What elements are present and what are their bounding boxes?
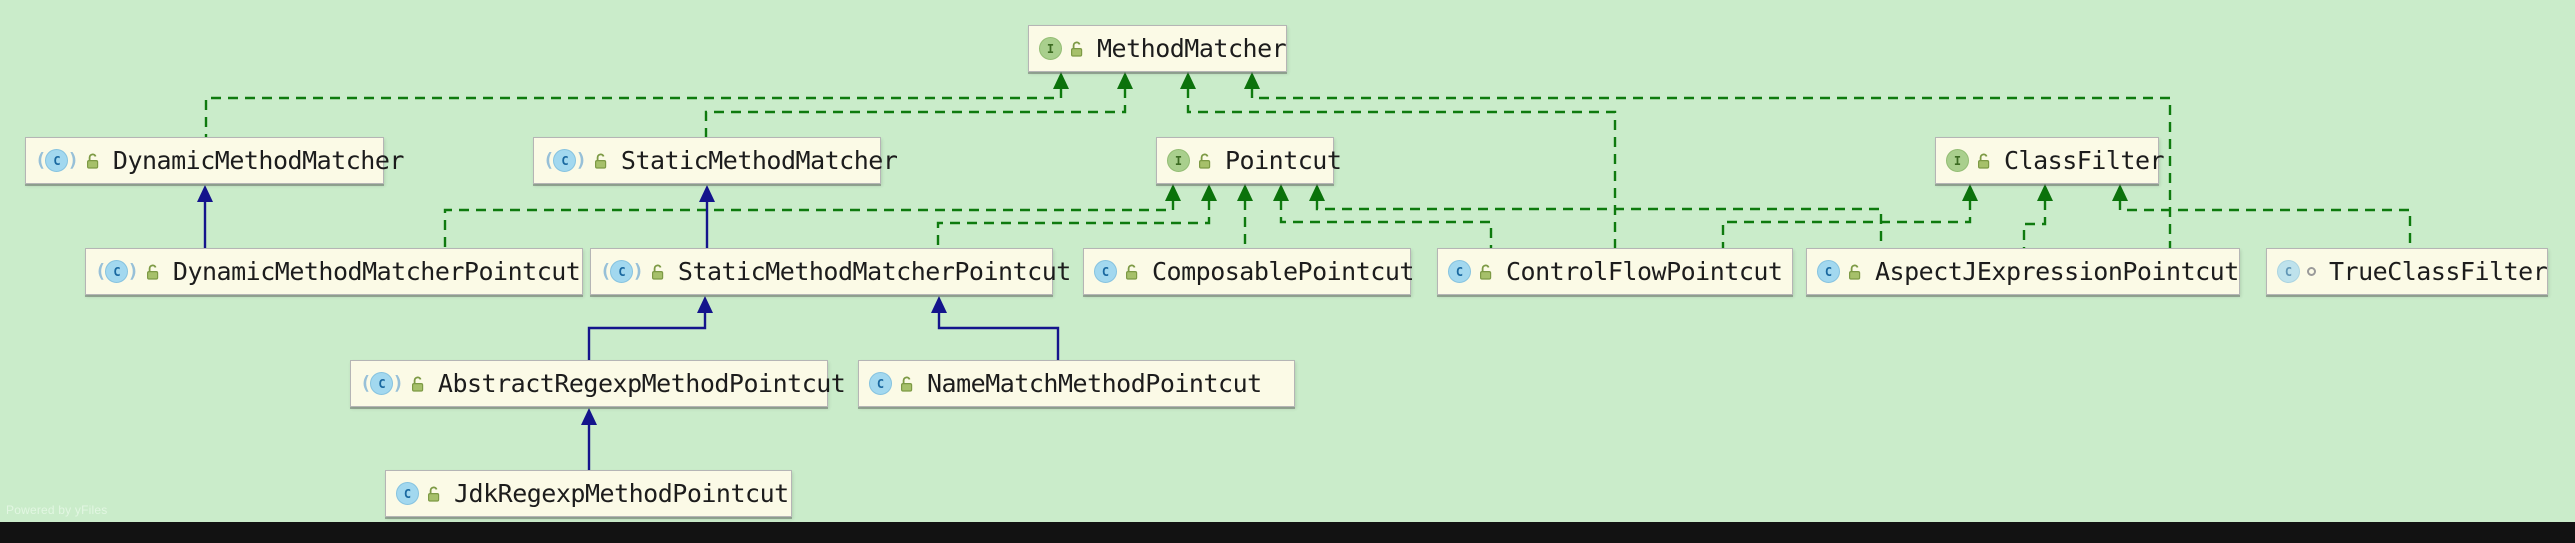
class-node-StaticMethodMatcherPointcut[interactable]: (C) StaticMethodMatcherPointcut bbox=[590, 248, 1071, 295]
class-name-label: NameMatchMethodPointcut bbox=[927, 369, 1262, 398]
edge-AspectJExpressionPointcut-to-Pointcut bbox=[1309, 184, 1883, 248]
abstract-marker: ( bbox=[95, 259, 107, 282]
edge-ComposablePointcut-to-Pointcut bbox=[1237, 184, 1253, 248]
class-name-label: DynamicMethodMatcher bbox=[112, 146, 405, 175]
edge-NameMatchMethodPointcut-to-StaticMethodMatcherPointcut bbox=[931, 296, 1060, 360]
class-name-label: ComposablePointcut bbox=[1152, 257, 1414, 286]
class-node-NameMatchMethodPointcut[interactable]: C NameMatchMethodPointcut bbox=[858, 360, 1295, 407]
class-node-DynamicMethodMatcher[interactable]: (C) DynamicMethodMatcher bbox=[25, 137, 404, 184]
edge-DynamicMethodMatcherPointcut-to-Pointcut bbox=[443, 184, 1181, 248]
yfiles-watermark: Powered by yFiles bbox=[6, 503, 108, 517]
class-node-AbstractRegexpMethodPointcut[interactable]: (C) AbstractRegexpMethodPointcut bbox=[350, 360, 846, 407]
class-name-label: MethodMatcher bbox=[1097, 34, 1287, 63]
unlock-icon bbox=[1977, 153, 1990, 169]
abstract-marker: ) bbox=[575, 148, 587, 171]
class-icon: C bbox=[553, 149, 577, 172]
class-node-StaticMethodMatcher[interactable]: (C) StaticMethodMatcher bbox=[533, 137, 898, 184]
class-icon: C bbox=[1448, 260, 1471, 283]
class-name-label: ControlFlowPointcut bbox=[1506, 257, 1783, 286]
unlock-icon bbox=[594, 153, 607, 169]
class-icon: C bbox=[396, 482, 419, 505]
bottom-bar bbox=[0, 522, 2575, 543]
class-icon: C bbox=[1817, 260, 1840, 283]
unlock-icon bbox=[86, 153, 99, 169]
class-node-DynamicMethodMatcherPointcut[interactable]: (C) DynamicMethodMatcherPointcut bbox=[85, 248, 583, 295]
abstract-marker: ) bbox=[392, 371, 404, 394]
interface-icon: I bbox=[1167, 149, 1190, 172]
edge-ControlFlowPointcut-to-Pointcut bbox=[1273, 184, 1493, 248]
edge-DynamicMethodMatcher-to-MethodMatcher bbox=[204, 72, 1069, 137]
abstract-marker: ) bbox=[67, 148, 79, 171]
class-name-label: StaticMethodMatcher bbox=[620, 146, 898, 175]
edge-StaticMethodMatcherPointcut-to-Pointcut bbox=[936, 184, 1217, 248]
class-node-TrueClassFilter[interactable]: C TrueClassFilter bbox=[2266, 248, 2548, 295]
unlock-icon bbox=[651, 264, 664, 280]
unlock-icon bbox=[1198, 153, 1211, 169]
class-name-label: Pointcut bbox=[1225, 146, 1342, 175]
edge-DynamicMethodMatcherPointcut-to-DynamicMethodMatcher bbox=[197, 185, 213, 248]
unlock-icon bbox=[1479, 264, 1492, 280]
unlock-icon bbox=[427, 486, 440, 502]
unlock-icon bbox=[900, 376, 913, 392]
unlock-icon bbox=[1125, 264, 1138, 280]
abstract-marker: ( bbox=[543, 148, 555, 171]
edge-ControlFlowPointcut-to-MethodMatcher bbox=[1180, 72, 1617, 248]
unlock-icon bbox=[411, 376, 424, 392]
class-icon: C bbox=[610, 260, 634, 283]
class-name-label: DynamicMethodMatcherPointcut bbox=[172, 257, 581, 286]
class-icon: C bbox=[869, 372, 892, 395]
edge-AspectJExpressionPointcut-to-MethodMatcher bbox=[1244, 72, 2172, 248]
class-icon: C bbox=[1094, 260, 1117, 283]
edge-StaticMethodMatcherPointcut-to-StaticMethodMatcher bbox=[699, 185, 715, 248]
class-name-label: AbstractRegexpMethodPointcut bbox=[437, 369, 846, 398]
class-node-Pointcut[interactable]: I Pointcut bbox=[1156, 137, 1342, 184]
unlock-icon bbox=[1848, 264, 1861, 280]
class-node-ControlFlowPointcut[interactable]: C ControlFlowPointcut bbox=[1437, 248, 1793, 295]
unlock-icon bbox=[146, 264, 159, 280]
abstract-marker: ) bbox=[127, 259, 139, 282]
abstract-marker: ( bbox=[600, 259, 612, 282]
edge-JdkRegexpMethodPointcut-to-AbstractRegexpMethodPointcut bbox=[581, 408, 597, 470]
abstract-marker: ( bbox=[35, 148, 47, 171]
class-icon: C bbox=[105, 260, 129, 283]
class-node-AspectJExpressionPointcut[interactable]: C AspectJExpressionPointcut bbox=[1806, 248, 2240, 295]
class-name-label: ClassFilter bbox=[2004, 146, 2165, 175]
interface-icon: I bbox=[1946, 149, 1969, 172]
edge-TrueClassFilter-to-ClassFilter bbox=[2112, 184, 2412, 248]
edge-AbstractRegexpMethodPointcut-to-StaticMethodMatcherPointcut bbox=[587, 296, 713, 360]
interface-icon: I bbox=[1039, 37, 1062, 60]
class-name-label: JdkRegexpMethodPointcut bbox=[454, 479, 789, 508]
abstract-marker: ( bbox=[360, 371, 372, 394]
abstract-marker: ) bbox=[632, 259, 644, 282]
unlock-icon bbox=[1070, 41, 1083, 57]
class-name-label: TrueClassFilter bbox=[2329, 257, 2548, 286]
edge-ControlFlowPointcut-to-ClassFilter bbox=[1721, 184, 1978, 248]
class-name-label: StaticMethodMatcherPointcut bbox=[677, 257, 1071, 286]
class-icon: C bbox=[45, 149, 69, 172]
class-node-JdkRegexpMethodPointcut[interactable]: C JdkRegexpMethodPointcut bbox=[385, 470, 792, 517]
class-icon: C bbox=[370, 372, 394, 395]
class-node-ClassFilter[interactable]: I ClassFilter bbox=[1935, 137, 2165, 184]
visibility-dot-icon bbox=[2307, 267, 2316, 276]
edge-AspectJExpressionPointcut-to-ClassFilter bbox=[2022, 184, 2053, 248]
class-node-ComposablePointcut[interactable]: C ComposablePointcut bbox=[1083, 248, 1414, 295]
class-name-label: AspectJExpressionPointcut bbox=[1875, 257, 2239, 286]
class-node-MethodMatcher[interactable]: I MethodMatcher bbox=[1028, 25, 1287, 72]
edge-StaticMethodMatcher-to-MethodMatcher bbox=[704, 72, 1133, 137]
class-icon: C bbox=[2277, 260, 2300, 283]
